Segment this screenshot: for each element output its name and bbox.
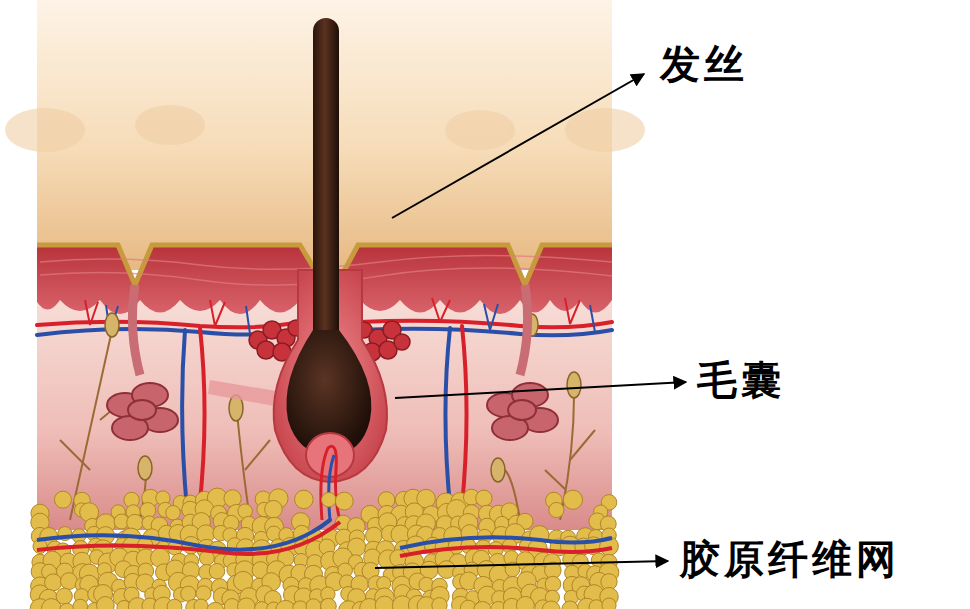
part-label: 毛囊: [697, 356, 785, 404]
fat-cell: [209, 563, 225, 579]
fat-cell: [473, 601, 491, 609]
fat-cell: [293, 601, 308, 609]
fat-cell: [167, 599, 182, 609]
leader-lines: [375, 74, 686, 568]
fat-cell: [545, 576, 561, 592]
fat-cell: [237, 598, 255, 609]
blood-vessel: [37, 522, 340, 554]
hair-shaft: [313, 18, 339, 348]
fat-cell: [432, 598, 447, 609]
part-label: 发丝: [660, 40, 748, 88]
nerve-endings: [105, 313, 581, 482]
leader-line: [392, 74, 644, 218]
papilla-vessels: [321, 446, 340, 520]
fat-cell: [295, 490, 314, 509]
fat-cell: [322, 492, 337, 507]
fat-cell: [321, 598, 337, 609]
fat-cell: [549, 502, 564, 517]
fat-cell: [196, 586, 211, 601]
fat-cell: [166, 505, 181, 520]
fat-layer: [30, 488, 619, 609]
fat-cell: [42, 599, 62, 609]
fat-cell: [306, 599, 321, 609]
fat-cell: [265, 500, 283, 518]
blood-vessel: [400, 547, 612, 556]
fat-cell: [562, 601, 578, 609]
fat-cell: [61, 573, 78, 590]
fat-cell: [59, 603, 74, 609]
fat-cell: [476, 490, 492, 506]
fat-cell: [390, 550, 407, 567]
fat-cell: [73, 599, 88, 609]
fat-cell: [97, 597, 115, 609]
fat-cell: [563, 490, 582, 509]
part-label: 胶原纤维网: [680, 535, 900, 583]
leader-line: [375, 561, 668, 568]
fat-cell: [602, 598, 616, 609]
fat-cell: [335, 492, 353, 510]
fat-cell: [516, 596, 534, 609]
fat-cell: [542, 601, 560, 609]
leader-line: [395, 382, 686, 398]
fat-cell: [207, 602, 224, 609]
fat-cell: [194, 599, 208, 609]
fat-cell: [375, 596, 394, 609]
fat-cell: [54, 491, 71, 508]
